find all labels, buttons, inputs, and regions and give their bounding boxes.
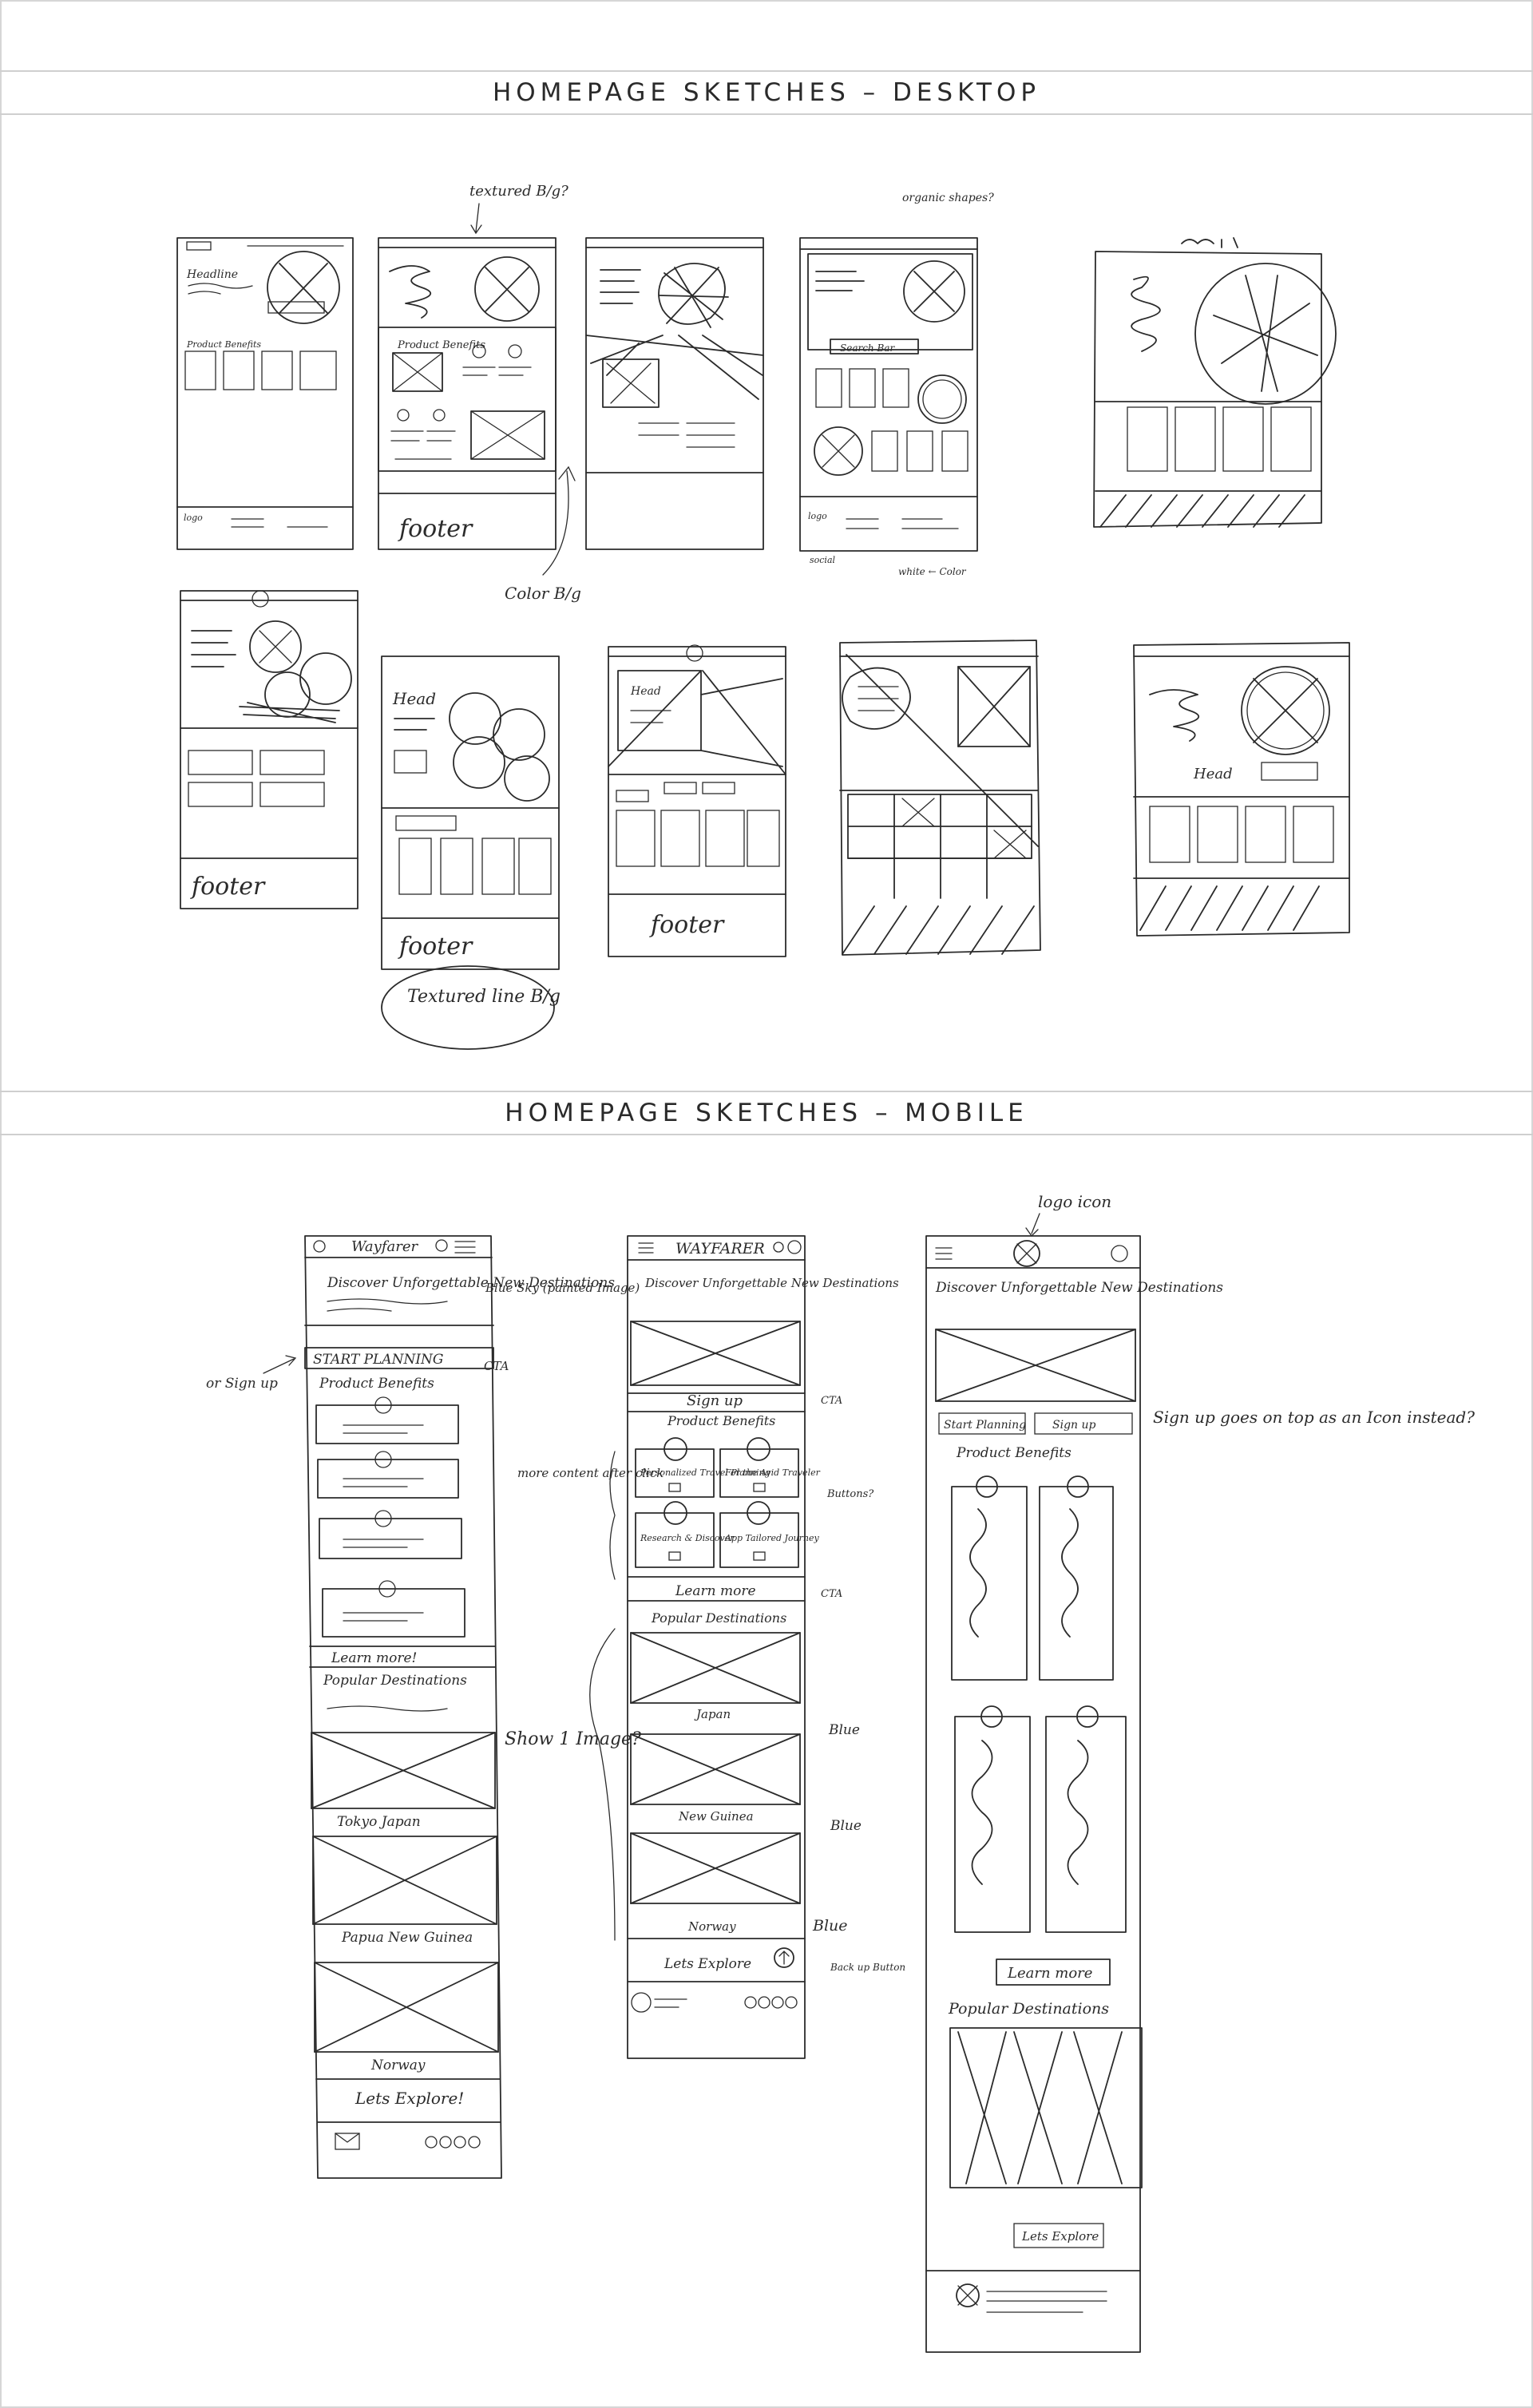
- m1-learn-more: Learn more!: [331, 1650, 417, 1666]
- mobile-section-title: HOMEPAGE SKETCHES – MOBILE: [505, 1099, 1028, 1127]
- m-note-show-image: Show 1 Image?: [505, 1729, 641, 1749]
- m-note-blue-sky: Blue Sky (painted Image): [485, 1281, 640, 1295]
- m1-explore: Lets Explore!: [355, 2089, 464, 2108]
- m3-start: Start Planning: [944, 1419, 1026, 1432]
- m3-explore: Lets Explore: [1021, 2229, 1099, 2244]
- m1-dest3: Norway: [370, 2057, 426, 2073]
- m-note-more-content: more content after click: [517, 1466, 664, 1480]
- m3-learn-more: Learn more: [1007, 1965, 1092, 1982]
- m2-dest2: New Guinea: [678, 1809, 754, 1824]
- m-note-cta-3: CTA: [821, 1588, 842, 1600]
- m2-dest1: Japan: [694, 1707, 731, 1721]
- m-note-backup: Back up Button: [830, 1962, 905, 1973]
- m-note-cta-2: CTA: [821, 1395, 842, 1407]
- d10-head: Head: [1193, 766, 1233, 782]
- d8-footer: footer: [649, 911, 725, 939]
- m-note-cta-1: CTA: [484, 1359, 509, 1373]
- m2-hero: Discover Unforgettable New Destinations: [644, 1276, 899, 1290]
- m1-dest2: Papua New Guinea: [341, 1930, 473, 1946]
- m3-hero: Discover Unforgettable New Destinations: [935, 1280, 1223, 1296]
- m2-signup: Sign up: [687, 1392, 743, 1409]
- m1-cta: START PLANNING: [313, 1352, 444, 1368]
- desktop-section-header: HOMEPAGE SKETCHES – DESKTOP: [0, 70, 1533, 115]
- d2-textured-note: textured B/g?: [469, 183, 568, 200]
- d1-logo: logo: [184, 513, 203, 523]
- m1-benefits: Product Benefits: [319, 1376, 434, 1392]
- desktop-sketch-1: Headline Product Benefits logo: [176, 237, 354, 550]
- d2-footer: footer: [398, 515, 473, 543]
- m1-popular: Popular Destinations: [323, 1673, 467, 1689]
- d7-head: Head: [392, 689, 436, 708]
- m2-card3: Research & Discover: [640, 1533, 735, 1543]
- desktop-section-title: HOMEPAGE SKETCHES – DESKTOP: [492, 78, 1041, 107]
- m2-brand: WAYFARER: [675, 1240, 765, 1257]
- m3-signup: Sign up: [1052, 1419, 1096, 1432]
- d4-search: Search Bar: [840, 343, 895, 354]
- m2-popular: Popular Destinations: [651, 1610, 786, 1626]
- mobile-column-3: Discover Unforgettable New Destinations …: [925, 1235, 1223, 2353]
- m-note-signup: Sign up goes on top as an Icon instead?: [1153, 1408, 1475, 1427]
- m1-dest1: Tokyo Japan: [337, 1814, 421, 1830]
- m-note-blue-1: Blue: [828, 1722, 860, 1738]
- d2-benefits: Product Benefits: [397, 339, 485, 351]
- mobile-section-header: HOMEPAGE SKETCHES – MOBILE: [0, 1091, 1533, 1135]
- desktop-sketch-2: Product Benefits footer textured B/g?: [378, 183, 568, 550]
- m1-hero: Discover Unforgettable New Destinations: [327, 1275, 615, 1291]
- d4-organic: organic shapes?: [902, 192, 994, 204]
- desktop-sketch-5: [1093, 237, 1337, 528]
- desktop-sketch-8: Head footer: [608, 644, 786, 957]
- d4-white-color: white ← Color: [898, 566, 967, 577]
- m3-popular: Popular Destinations: [948, 2000, 1109, 2018]
- desktop-sketch-6: footer: [180, 590, 358, 909]
- d4-social: social: [810, 555, 836, 565]
- m2-learn-more: Learn more: [675, 1583, 756, 1599]
- m2-explore: Lets Explore: [664, 1956, 751, 1972]
- m2-card2: For the Avid Traveler: [724, 1467, 821, 1478]
- desktop-sketch-10: Head: [1133, 642, 1350, 937]
- desktop-sketch-7: Head footer Textured line B/g: [381, 655, 561, 1050]
- desktop-sketch-9: [839, 640, 1041, 956]
- desktop-sketch-3: [585, 237, 764, 550]
- m3-benefits: Product Benefits: [956, 1445, 1072, 1461]
- m-note-buttons: Buttons?: [826, 1488, 874, 1500]
- d4-logo: logo: [808, 511, 827, 521]
- d7-footer: footer: [398, 933, 473, 960]
- d1-headline: Headline: [186, 268, 238, 281]
- d8-head: Head: [630, 685, 661, 698]
- desktop-sketches: Headline Product Benefits logo Product B…: [176, 183, 1350, 1050]
- m-note-logo-icon: logo icon: [1038, 1192, 1111, 1211]
- m2-benefits: Product Benefits: [667, 1413, 775, 1428]
- mobile-column-2: WAYFARER Discover Unforgettable New Dest…: [627, 1235, 899, 2059]
- mobile-sketches: Wayfarer Discover Unforgettable New Dest…: [206, 1192, 1475, 2353]
- d1-benefits: Product Benefits: [186, 339, 261, 350]
- m2-card1: Personalized Travel Planning: [640, 1467, 770, 1478]
- d6-footer: footer: [190, 873, 266, 901]
- m-note-blue-2: Blue: [830, 1818, 862, 1834]
- mobile-column-1: Wayfarer Discover Unforgettable New Dest…: [304, 1235, 615, 2179]
- m1-brand: Wayfarer: [351, 1238, 418, 1255]
- m-note-blue-3: Blue: [812, 1917, 848, 1935]
- desktop-sketch-4: Search Bar logo social white ← Color org…: [799, 192, 994, 577]
- d-color-note: Color B/g: [505, 584, 581, 603]
- m2-card4: App Tailored Journey: [724, 1533, 819, 1543]
- d7-textured-line: Textured line B/g: [407, 987, 561, 1007]
- m-note-or-signup: or Sign up: [206, 1376, 278, 1392]
- m2-dest3: Norway: [687, 1919, 736, 1934]
